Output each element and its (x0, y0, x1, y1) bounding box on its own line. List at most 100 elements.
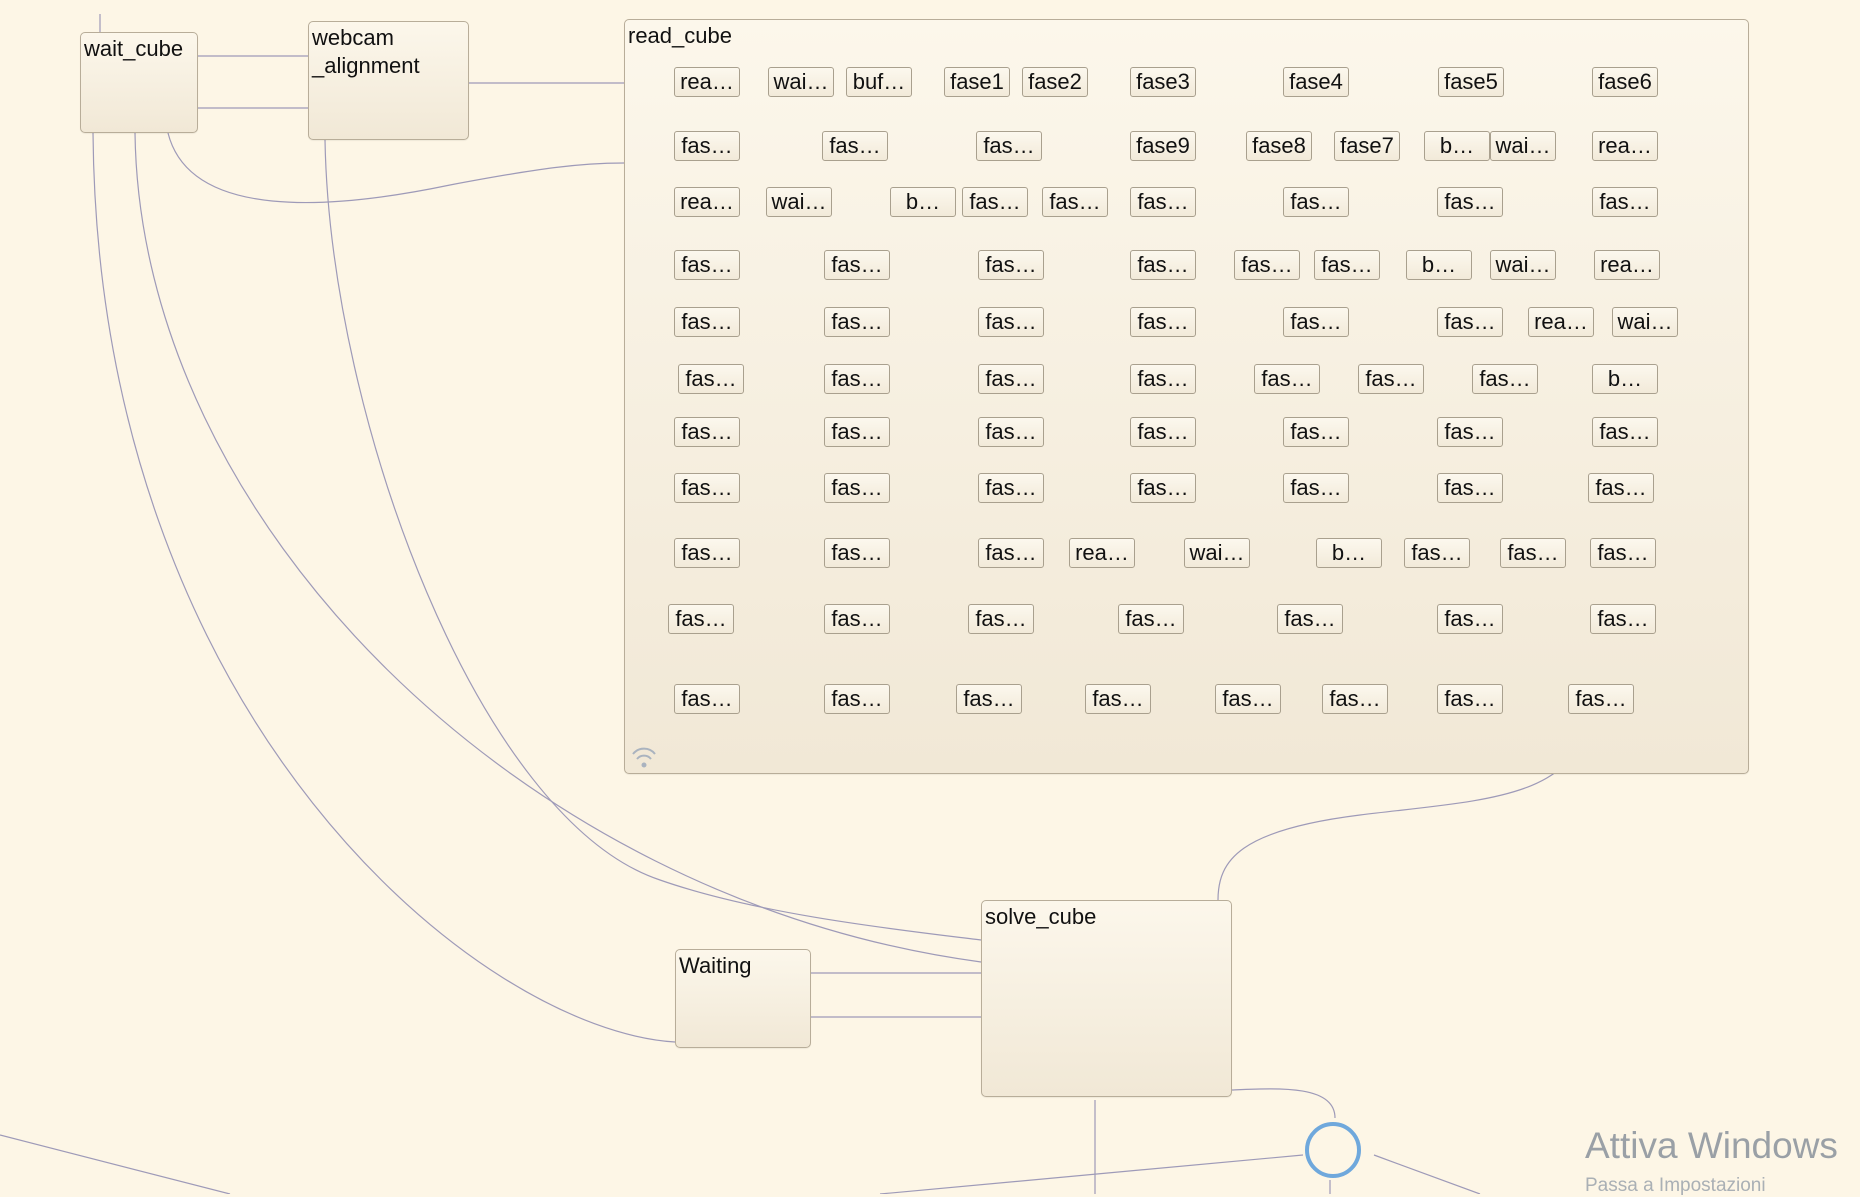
substate-r11-c1[interactable]: fas… (674, 684, 740, 714)
substate-r11-c7[interactable]: fas… (1437, 684, 1503, 714)
substate-r3-c3[interactable]: b… (890, 187, 956, 217)
state-solve-cube[interactable]: solve_cube (981, 900, 1232, 1097)
substate-r4-c6[interactable]: fas… (1314, 250, 1380, 280)
state-waiting[interactable]: Waiting (675, 949, 811, 1048)
substate-r9-c5[interactable]: wai… (1184, 538, 1250, 568)
substate-r8-c2[interactable]: fas… (824, 473, 890, 503)
substate-r8-c1[interactable]: fas… (674, 473, 740, 503)
substate-r5-c3[interactable]: fas… (978, 307, 1044, 337)
substate-r7-c6[interactable]: fas… (1437, 417, 1503, 447)
state-wait-cube-label: wait_cube (84, 36, 184, 61)
substate-r7-c3[interactable]: fas… (978, 417, 1044, 447)
substate-r8-c4[interactable]: fas… (1130, 473, 1196, 503)
transition-solve-to-junction (1231, 1088, 1336, 1119)
substate-r3-c8[interactable]: fas… (1437, 187, 1503, 217)
substate-r6-c3[interactable]: fas… (978, 364, 1044, 394)
substate-r10-c7[interactable]: fas… (1590, 604, 1656, 634)
substate-r1-c7[interactable]: fase4 (1283, 67, 1349, 97)
substate-r3-c2[interactable]: wai… (766, 187, 832, 217)
substate-r5-c7[interactable]: rea… (1528, 307, 1594, 337)
substate-r10-c6[interactable]: fas… (1437, 604, 1503, 634)
substate-r4-c4[interactable]: fas… (1130, 250, 1196, 280)
substate-r3-c4[interactable]: fas… (962, 187, 1028, 217)
substate-r10-c4[interactable]: fas… (1118, 604, 1184, 634)
substate-r9-c1[interactable]: fas… (674, 538, 740, 568)
substate-r1-c2[interactable]: wai… (768, 67, 834, 97)
substate-r8-c7[interactable]: fas… (1588, 473, 1654, 503)
substate-r7-c2[interactable]: fas… (824, 417, 890, 447)
junction-connector (1305, 1122, 1361, 1178)
substate-r2-c4[interactable]: fase9 (1130, 131, 1196, 161)
substate-r3-c1[interactable]: rea… (674, 187, 740, 217)
substate-r5-c6[interactable]: fas… (1437, 307, 1503, 337)
substate-r8-c3[interactable]: fas… (978, 473, 1044, 503)
substate-r11-c6[interactable]: fas… (1322, 684, 1388, 714)
substate-r3-c9[interactable]: fas… (1592, 187, 1658, 217)
substate-r2-c9[interactable]: rea… (1592, 131, 1658, 161)
substate-r8-c5[interactable]: fas… (1283, 473, 1349, 503)
substate-r1-c4[interactable]: fase1 (944, 67, 1010, 97)
substate-r1-c8[interactable]: fase5 (1438, 67, 1504, 97)
substate-r4-c9[interactable]: rea… (1594, 250, 1660, 280)
substate-r4-c3[interactable]: fas… (978, 250, 1044, 280)
substate-r5-c2[interactable]: fas… (824, 307, 890, 337)
substate-r10-c5[interactable]: fas… (1277, 604, 1343, 634)
substate-r2-c5[interactable]: fase8 (1246, 131, 1312, 161)
substate-r4-c2[interactable]: fas… (824, 250, 890, 280)
substate-r11-c4[interactable]: fas… (1085, 684, 1151, 714)
substate-r9-c8[interactable]: fas… (1500, 538, 1566, 568)
substate-r2-c2[interactable]: fas… (822, 131, 888, 161)
substate-r9-c7[interactable]: fas… (1404, 538, 1470, 568)
state-wait-cube[interactable]: wait_cube (80, 32, 198, 133)
substate-r1-c5[interactable]: fase2 (1022, 67, 1088, 97)
substate-r1-c1[interactable]: rea… (674, 67, 740, 97)
substate-r9-c4[interactable]: rea… (1069, 538, 1135, 568)
substate-r3-c5[interactable]: fas… (1042, 187, 1108, 217)
state-webcam-alignment[interactable]: webcam _alignment (308, 21, 469, 140)
substate-r2-c7[interactable]: b… (1424, 131, 1490, 161)
substate-r2-c6[interactable]: fase7 (1334, 131, 1400, 161)
substate-r2-c8[interactable]: wai… (1490, 131, 1556, 161)
substate-r1-c6[interactable]: fase3 (1130, 67, 1196, 97)
substate-r10-c1[interactable]: fas… (668, 604, 734, 634)
substate-r4-c7[interactable]: b… (1406, 250, 1472, 280)
substate-r4-c1[interactable]: fas… (674, 250, 740, 280)
substate-r8-c6[interactable]: fas… (1437, 473, 1503, 503)
substate-r7-c7[interactable]: fas… (1592, 417, 1658, 447)
substate-r4-c8[interactable]: wai… (1490, 250, 1556, 280)
substate-r3-c6[interactable]: fas… (1130, 187, 1196, 217)
substate-r6-c6[interactable]: fas… (1358, 364, 1424, 394)
substate-r5-c5[interactable]: fas… (1283, 307, 1349, 337)
substate-r2-c3[interactable]: fas… (976, 131, 1042, 161)
substate-r6-c5[interactable]: fas… (1254, 364, 1320, 394)
substate-r10-c2[interactable]: fas… (824, 604, 890, 634)
substate-r2-c1[interactable]: fas… (674, 131, 740, 161)
substate-r11-c8[interactable]: fas… (1568, 684, 1634, 714)
state-waiting-label: Waiting (679, 953, 752, 978)
substate-r7-c1[interactable]: fas… (674, 417, 740, 447)
substate-r6-c7[interactable]: fas… (1472, 364, 1538, 394)
substate-r10-c3[interactable]: fas… (968, 604, 1034, 634)
wireless-icon (632, 747, 656, 768)
substate-r6-c1[interactable]: fas… (678, 364, 744, 394)
substate-r5-c4[interactable]: fas… (1130, 307, 1196, 337)
substate-r7-c5[interactable]: fas… (1283, 417, 1349, 447)
substate-r4-c5[interactable]: fas… (1234, 250, 1300, 280)
substate-r5-c1[interactable]: fas… (674, 307, 740, 337)
substate-r6-c4[interactable]: fas… (1130, 364, 1196, 394)
substate-r11-c3[interactable]: fas… (956, 684, 1022, 714)
substate-r1-c3[interactable]: buf… (846, 67, 912, 97)
substate-r6-c2[interactable]: fas… (824, 364, 890, 394)
substate-r9-c3[interactable]: fas… (978, 538, 1044, 568)
substate-r11-c5[interactable]: fas… (1215, 684, 1281, 714)
substate-r9-c6[interactable]: b… (1316, 538, 1382, 568)
substate-r9-c2[interactable]: fas… (824, 538, 890, 568)
substate-r11-c2[interactable]: fas… (824, 684, 890, 714)
substate-r7-c4[interactable]: fas… (1130, 417, 1196, 447)
substate-r5-c8[interactable]: wai… (1612, 307, 1678, 337)
substate-r1-c9[interactable]: fase6 (1592, 67, 1658, 97)
substate-r9-c9[interactable]: fas… (1590, 538, 1656, 568)
substate-r3-c7[interactable]: fas… (1283, 187, 1349, 217)
state-read-cube-label: read_cube (628, 23, 732, 48)
substate-r6-c8[interactable]: b… (1592, 364, 1658, 394)
